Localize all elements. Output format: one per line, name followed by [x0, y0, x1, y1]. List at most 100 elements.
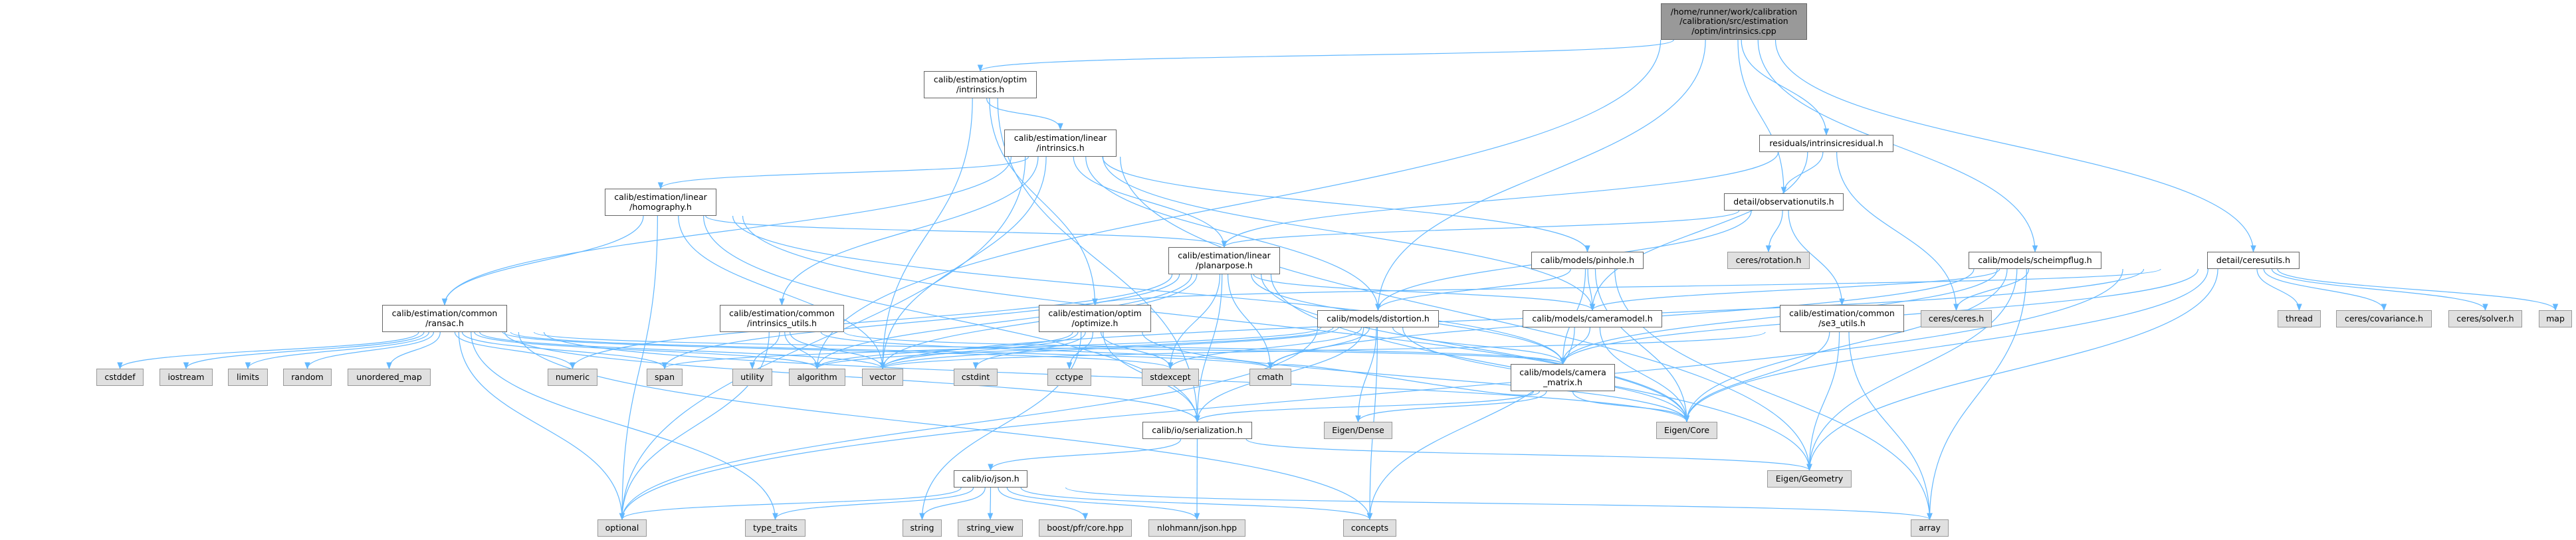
node-type-traits: type_traits	[745, 519, 805, 537]
node-label: boost/pfr/core.hpp	[1047, 522, 1124, 533]
node-label: optional	[605, 522, 639, 533]
node-pinhole[interactable]: calib/models/pinhole.h	[1531, 252, 1644, 269]
node-label: /home/runner/work/calibration	[1670, 6, 1798, 17]
edge-distortion-to-vector	[879, 327, 1339, 370]
node-label: unordered_map	[356, 371, 422, 382]
node-optional: optional	[597, 519, 647, 537]
node-optimize[interactable]: calib/estimation/optim/optimize.h	[1039, 305, 1151, 332]
edge-json-to-type_traits	[772, 487, 974, 521]
node-optim-intrinsics[interactable]: calib/estimation/optim/intrinsics.h	[924, 71, 1037, 98]
edge-ransac-to-iostream	[183, 331, 425, 370]
edge-main-to-ceresutils	[1774, 39, 2256, 253]
node-random: random	[283, 369, 332, 386]
node-label: string	[910, 522, 934, 533]
edge-optimize-to-string	[919, 331, 1082, 521]
node-ceresutils[interactable]: detail/ceresutils.h	[2207, 252, 2300, 269]
node-unordered-map: unordered_map	[348, 369, 431, 386]
node-label: stdexcept	[1150, 371, 1191, 382]
node-observationutils[interactable]: detail/observationutils.h	[1724, 193, 1844, 211]
edge-ceresutils-to-solver	[2271, 268, 2488, 312]
node-label: calib/estimation/optim	[1048, 308, 1142, 318]
node-camera-matrix[interactable]: calib/models/camera_matrix.h	[1511, 364, 1615, 391]
node-eigen-core: Eigen/Core	[1656, 422, 1717, 439]
node-cctype: cctype	[1047, 369, 1091, 386]
node-distortion[interactable]: calib/models/distortion.h	[1317, 310, 1439, 327]
node-intrinsics-utils[interactable]: calib/estimation/common/intrinsics_utils…	[720, 305, 844, 332]
edge-linear_intrinsics-to-vector	[879, 156, 1047, 370]
node-label: thread	[2286, 313, 2313, 323]
node-label: ceres/ceres.h	[1928, 313, 1985, 323]
node-label: /optimize.h	[1071, 317, 1119, 328]
edge-ransac-to-limits	[245, 331, 429, 370]
node-label: /calibration/src/estimation	[1679, 16, 1788, 27]
edge-ransac-to-span	[461, 331, 668, 370]
node-label: calib/models/scheimpflug.h	[1978, 254, 2092, 265]
edge-ceresutils-to-eigen_core	[1683, 268, 2208, 423]
edge-cameramodel-to-eigen_core	[1599, 327, 1690, 423]
node-label: /planarpose.h	[1196, 260, 1253, 270]
node-label: /optim/intrinsics.cpp	[1691, 25, 1776, 36]
edge-se3_utils-to-array	[1848, 331, 1933, 521]
edge-se3_utils-to-eigen_core	[1683, 331, 1830, 423]
node-cameramodel[interactable]: calib/models/cameramodel.h	[1523, 310, 1662, 327]
node-scheimpflug[interactable]: calib/models/scheimpflug.h	[1969, 252, 2101, 269]
node-label: ceres/solver.h	[2456, 313, 2514, 323]
node-label: residuals/intrinsicresidual.h	[1769, 137, 1883, 148]
node-nlohmann: nlohmann/json.hpp	[1148, 519, 1245, 537]
edge-ransac-to-camera_matrix	[534, 331, 1566, 365]
edge-camera_matrix-to-eigen_dense	[1355, 391, 1547, 423]
node-label: calib/models/camera	[1519, 367, 1606, 377]
edge-main-to-observationutils	[1737, 39, 1787, 195]
node-label: calib/estimation/common	[1789, 308, 1895, 318]
node-label: _matrix.h	[1543, 377, 1582, 387]
edge-intrinsicresidual-to-cameramodel	[1589, 151, 1808, 312]
node-label: calib/estimation/linear	[1178, 250, 1271, 260]
node-homography[interactable]: calib/estimation/linear/homography.h	[605, 189, 716, 216]
edge-ransac-to-algorithm	[474, 331, 820, 370]
edge-intrinsics_utils-to-utility	[749, 331, 780, 370]
node-eigen-geometry: Eigen/Geometry	[1767, 470, 1852, 488]
edge-intrinsicresidual-to-ceres_ceres	[1836, 151, 1959, 312]
node-planarpose[interactable]: calib/estimation/linear/planarpose.h	[1168, 247, 1280, 274]
node-label: cmath	[1257, 371, 1284, 382]
edge-homography-to-ransac	[441, 215, 644, 306]
edge-pinhole-to-eigen_core	[1594, 268, 1690, 423]
edge-ransac-to-cstddef	[117, 331, 419, 370]
edge-planarpose-to-eigen_core	[1261, 274, 1690, 423]
edge-scheimpflug-to-array	[1927, 268, 2027, 521]
node-thread: thread	[2278, 310, 2321, 327]
node-label: numeric	[555, 371, 590, 382]
node-concepts: concepts	[1343, 519, 1396, 537]
node-cstddef: cstddef	[96, 369, 144, 386]
edge-scheimpflug-to-eigen_geometry	[1806, 268, 2018, 472]
edge-optimize-to-cctype	[1066, 331, 1094, 370]
edge-distortion-to-optional	[619, 327, 1319, 521]
node-linear-intrinsics[interactable]: calib/estimation/linear/intrinsics.h	[1004, 130, 1117, 157]
node-boost: boost/pfr/core.hpp	[1039, 519, 1132, 537]
edge-ceresutils-to-optional	[619, 268, 2123, 521]
node-intrinsicresidual[interactable]: residuals/intrinsicresidual.h	[1759, 135, 1893, 152]
node-ceres-ceres: ceres/ceres.h	[1921, 310, 1992, 327]
edge-camera_matrix-to-cmath	[1267, 362, 1540, 396]
node-label: limits	[236, 371, 259, 382]
node-json[interactable]: calib/io/json.h	[954, 470, 1027, 488]
node-label: iostream	[167, 371, 205, 382]
edge-planarpose-to-numeric	[570, 274, 1173, 370]
node-cmath: cmath	[1249, 369, 1291, 386]
edge-ransac-to-optional	[458, 331, 625, 521]
node-label: /intrinsics.h	[956, 84, 1005, 94]
node-eigen-dense: Eigen/Dense	[1324, 422, 1392, 439]
edge-json-to-boost	[998, 487, 1089, 521]
edge-linear_intrinsics-to-ransac	[441, 156, 1012, 306]
edge-linear_intrinsics-to-intrinsics_utils	[779, 156, 1039, 306]
node-serialization[interactable]: calib/io/serialization.h	[1142, 422, 1252, 439]
node-array: array	[1911, 519, 1949, 537]
edge-ransac-to-unordered_map	[386, 331, 441, 370]
node-main[interactable]: /home/runner/work/calibration/calibratio…	[1661, 3, 1807, 40]
node-label: calib/estimation/linear	[614, 192, 707, 202]
node-label: calib/models/cameramodel.h	[1532, 313, 1653, 323]
edge-ransac-to-eigen_core	[543, 331, 1690, 423]
node-label: detail/ceresutils.h	[2216, 254, 2291, 265]
node-se3-utils[interactable]: calib/estimation/common/se3_utils.h	[1780, 305, 1904, 332]
node-ransac[interactable]: calib/estimation/common/ransac.h	[382, 305, 507, 332]
